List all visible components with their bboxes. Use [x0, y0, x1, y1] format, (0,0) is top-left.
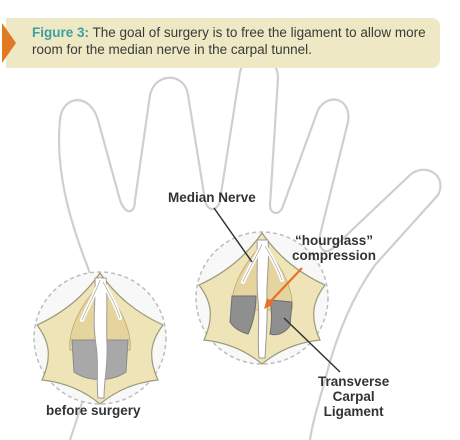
label-before-surgery: before surgery	[46, 403, 141, 418]
ligament-pointer	[283, 317, 341, 373]
label-hourglass: “hourglass” compression	[292, 233, 376, 263]
median-nerve-after	[256, 239, 270, 359]
label-transverse-line3: Ligament	[323, 404, 384, 419]
label-transverse-line1: Transverse	[318, 374, 390, 389]
label-hourglass-line2: compression	[292, 248, 377, 263]
ligament-right-half	[269, 299, 293, 336]
median-nerve-pointer	[213, 207, 253, 263]
label-hourglass-line1: “hourglass”	[295, 233, 374, 248]
figure-caption: Figure 3: The goal of surgery is to free…	[32, 24, 432, 58]
median-nerve-before	[93, 277, 108, 399]
figure-label: Figure 3:	[32, 25, 90, 40]
label-median-nerve: Median Nerve	[168, 190, 256, 205]
hourglass-arrow	[264, 267, 303, 309]
caption-arrow-icon	[2, 23, 16, 63]
label-transverse-line2: Carpal	[332, 389, 375, 404]
ligament-left-half	[229, 295, 257, 335]
before-surgery-diagram	[33, 271, 167, 405]
caption-body: The goal of surgery is to free the ligam…	[32, 25, 426, 57]
caption-box	[6, 18, 440, 68]
label-transverse-carpal-ligament: Transverse Carpal Ligament	[318, 374, 389, 419]
